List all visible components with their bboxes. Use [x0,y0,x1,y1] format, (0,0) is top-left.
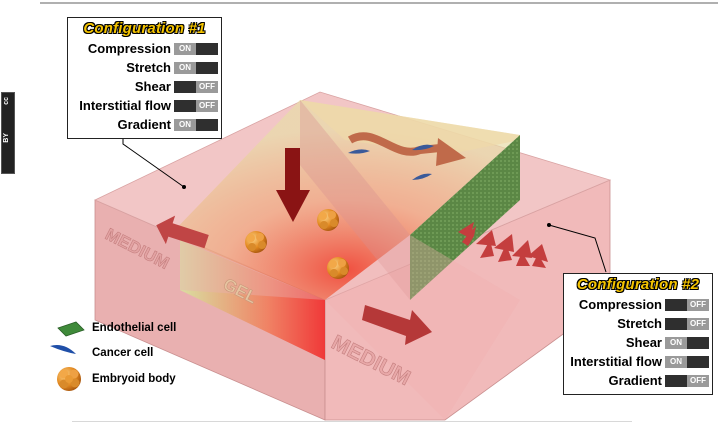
cut-plane-1 [300,100,410,300]
toggle-state: OFF [687,375,709,387]
config1-leader-line [122,138,185,188]
cc-license-badge: cc BY [1,92,15,174]
toggle-switch[interactable]: OFF [174,100,218,112]
toggle-switch[interactable]: ON [665,337,709,349]
toggle-switch[interactable]: ON [174,43,218,55]
toggle-label: Compression [87,41,171,56]
toggle-state: OFF [196,81,218,93]
embryoid-body-icon [57,367,81,391]
stretch-arrow-left [156,215,209,249]
toggle-row-compression: Compression OFF [564,297,712,313]
toggle-state: ON [174,119,196,131]
toggle-row-interstitial-flow: Interstitial flow OFF [68,98,221,114]
shear-arrow-body [347,132,441,156]
legend-embryoid-body: Embryoid body [92,373,176,385]
embryoid-bodies [245,209,349,279]
endothelial-wall [410,135,520,300]
toggle-label: Shear [625,335,662,350]
toggle-label: Gradient [117,117,171,132]
toggle-state: OFF [687,299,709,311]
gel-left-face [180,240,325,360]
toggle-switch[interactable]: ON [174,62,218,74]
top-rule [40,2,718,4]
stretch-arrow-front [362,305,432,345]
cancer-cells [348,144,434,180]
endothelial-cell-icon [57,321,85,337]
toggle-state: OFF [196,100,218,112]
toggle-state: OFF [687,318,709,330]
compression-arrow [276,148,310,222]
configuration-2-title: Configuration #2 [576,276,700,293]
toggle-row-shear: Shear OFF [68,79,221,95]
toggle-state: ON [174,43,196,55]
legend-endothelial-cell: Endothelial cell [92,322,177,334]
toggle-state: ON [174,62,196,74]
toggle-label: Stretch [126,60,171,75]
toggle-label: Interstitial flow [79,98,171,113]
config2-leader-line [548,224,607,273]
config2-leader-dot [547,223,551,227]
toggle-label: Shear [134,79,171,94]
toggle-switch[interactable]: OFF [665,299,709,311]
toggle-label: Compression [578,297,662,312]
toggle-label: Stretch [617,316,662,331]
toggle-row-stretch: Stretch OFF [564,316,712,332]
toggle-switch[interactable]: ON [174,119,218,131]
legend-cancer-cell: Cancer cell [92,347,154,359]
toggle-label: Gradient [608,373,662,388]
bottom-rule [72,421,632,422]
interstitial-flow-arrows [458,222,548,268]
toggle-switch[interactable]: OFF [665,318,709,330]
toggle-state: ON [665,356,687,368]
toggle-label: Interstitial flow [570,354,662,369]
toggle-switch[interactable]: ON [665,356,709,368]
configuration-1-title: Configuration #1 [83,20,206,37]
toggle-row-gradient: Gradient OFF [564,373,712,389]
toggle-switch[interactable]: OFF [665,375,709,387]
shear-arrow-head [436,138,466,166]
toggle-state: ON [665,337,687,349]
toggle-switch[interactable]: OFF [174,81,218,93]
cancer-cell-icon [50,345,76,354]
config1-leader-dot [182,185,186,189]
